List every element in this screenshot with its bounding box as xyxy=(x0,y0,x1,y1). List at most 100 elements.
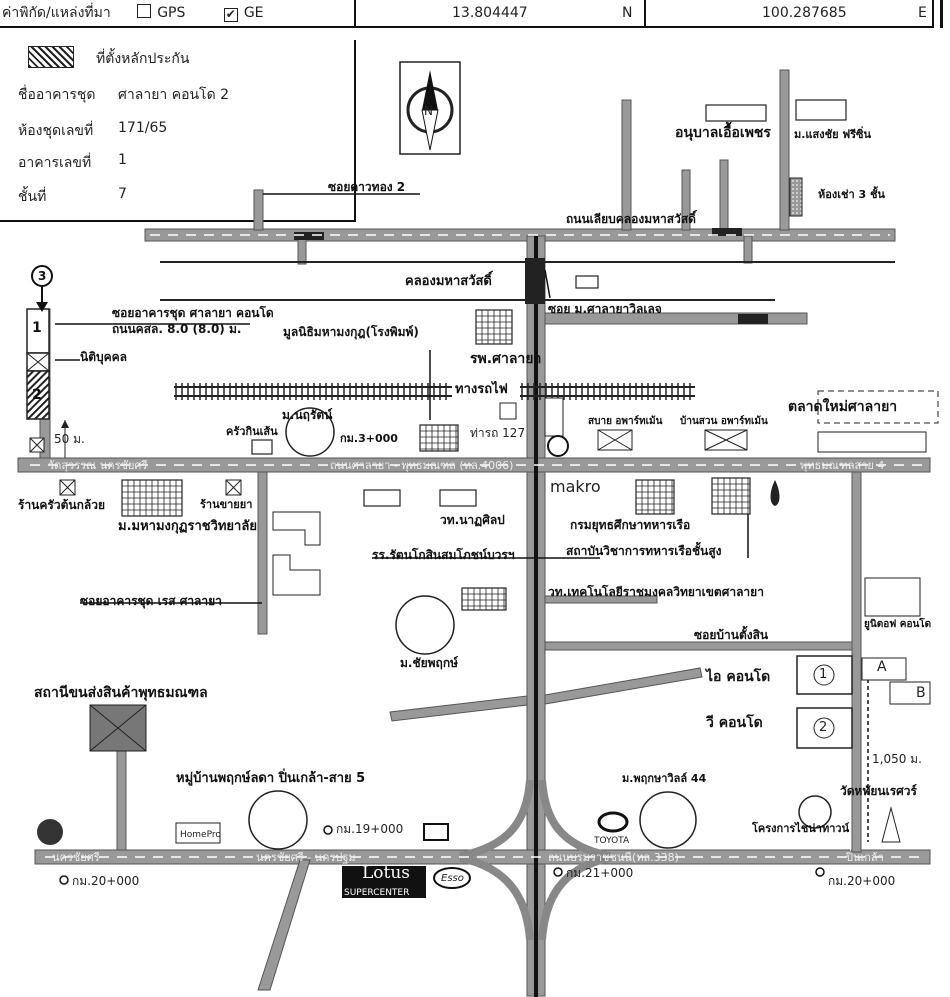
station-icon-line-2 xyxy=(89,704,147,752)
market-boundary xyxy=(817,390,939,424)
compass-south-arrow xyxy=(421,109,439,151)
interchange-curve-1 xyxy=(459,779,534,860)
label-sabai: สบาย อพาร์ทเม้น xyxy=(588,416,663,427)
bridge-village xyxy=(738,314,768,324)
road-station xyxy=(116,749,127,851)
info-value-building-no: 1 xyxy=(118,152,127,168)
kitchen-house-icon xyxy=(251,439,273,455)
juristic-cross-2 xyxy=(26,352,50,372)
info-label-building-no: อาคารเลขที่ xyxy=(18,155,92,171)
km-marker-21 xyxy=(553,867,563,877)
longitude-cell: 100.287685 E xyxy=(646,0,934,28)
coordinate-source-cell: ค่าพิกัด/แหล่งที่มา GPS ✔GE xyxy=(0,0,356,28)
label-chaiyaphruek: ม.ชัยพฤกษ์ xyxy=(400,656,458,670)
label-unit-condo: ยูนิตอฟ คอนโด xyxy=(864,619,932,630)
label-hospital: รพ.ศาลายา xyxy=(470,351,542,367)
village-pruksa-lada xyxy=(248,790,308,850)
label-km3: กม.3+000 xyxy=(340,432,398,445)
label-soi-village: ซอย ม.ศาลายาวิลเลจ xyxy=(548,302,662,316)
ge-checkbox[interactable]: ✔ xyxy=(223,7,238,22)
x-3b xyxy=(225,479,242,496)
china-town-circle xyxy=(798,795,832,829)
box-b xyxy=(889,681,931,705)
label-road-liap: ถนนเลียบคลองมหาสวัสดิ์ xyxy=(566,212,696,226)
compass-north-arrow xyxy=(422,70,438,110)
ptt-logo-right xyxy=(770,480,780,506)
label-soi-rest: ซอยอาคารชุด เรส ศาลายา xyxy=(80,594,222,608)
label-dist-1050: 1,050 ม. xyxy=(872,752,922,766)
label-banana: ร้านครัวต้นกล้วย xyxy=(18,498,105,512)
road-soi-top-4 xyxy=(719,159,729,231)
label-i-condo-no: 1 xyxy=(819,667,828,682)
label-toyota: TOYOTA xyxy=(594,836,630,846)
tech-building-icon xyxy=(461,587,507,611)
label-bansuan: บ้านสวน อพาร์ทเม้น xyxy=(680,416,768,427)
temple-icon xyxy=(881,806,901,843)
tower-box xyxy=(544,397,564,437)
gps-checkbox[interactable] xyxy=(137,4,152,18)
label-soi-dao: ซอยดาวทอง 2 xyxy=(328,180,406,194)
label-homepro: HomePro xyxy=(180,830,221,840)
x-5b xyxy=(704,429,748,451)
interchange-curve-4 xyxy=(538,854,611,941)
label-nattasin: วท.นาฏศิลป xyxy=(440,513,505,527)
legend-label: ที่ตั้งหลักประกัน xyxy=(96,51,190,67)
railway-ties xyxy=(175,383,691,400)
label-pruksa-lada: หมู่บ้านพฤกษ์ลดา ปิ่นเกล้า-สาย 5 xyxy=(176,771,366,786)
label-km20-left: กม.20+000 xyxy=(72,874,140,888)
label-station: สถานีขนส่งสินค้าพุทธมณฑล xyxy=(34,685,208,701)
label-market: ตลาดใหม่ศาลายา xyxy=(788,399,898,415)
village-nutharat xyxy=(285,407,335,457)
homepro-logo xyxy=(175,822,221,844)
road-diagonal-left xyxy=(389,695,528,722)
road-soi-top-1 xyxy=(253,189,264,231)
label-canal: คลองมหาสวัสดิ์ xyxy=(405,274,492,289)
dist-50-arrow xyxy=(61,420,69,428)
label-building-2: 2 xyxy=(32,387,42,403)
label-navy-inst: สถาบันวิชาการทหารเรือชั้นสูง xyxy=(566,544,722,558)
building-grid-lines xyxy=(122,310,750,610)
label-foundation: มูลนิธิมหามงกุฎ(โรงพิมพ์) xyxy=(283,325,419,339)
bridge-left xyxy=(294,232,324,240)
road-soi-top-2 xyxy=(621,99,632,231)
condo-building-2-hatched xyxy=(26,370,50,420)
coordinate-header: ค่าพิกัด/แหล่งที่มา GPS ✔GE 13.804447 N … xyxy=(0,0,950,38)
bus-stop-box xyxy=(499,402,517,420)
label-box-a: A xyxy=(877,659,887,675)
car-icon xyxy=(575,275,599,289)
info-label-unit: ห้องชุดเลขที่ xyxy=(18,123,94,139)
label-pruksaville: ม.พฤกษาวิลล์ 44 xyxy=(622,772,707,785)
road-soi-tech xyxy=(544,595,658,604)
label-road-bottom-far: ปิ่นเกล้า xyxy=(846,851,884,864)
label-road-width: ถนนคสล. 8.0 (8.0) ม. xyxy=(112,322,242,336)
latitude-value: 13.804447 xyxy=(452,5,528,21)
unit-condo-box xyxy=(864,577,921,617)
interchange-curve-2 xyxy=(538,779,611,860)
lotus-logo xyxy=(342,866,426,898)
v-condo-marker xyxy=(813,717,835,739)
label-nutharat: ม.นฤรัตน์ xyxy=(282,408,333,422)
legend-hatch-swatch xyxy=(28,46,74,68)
rowhouse-building xyxy=(789,177,803,217)
info-value-building: ศาลายา คอนโด 2 xyxy=(118,87,230,103)
label-building-1: 1 xyxy=(32,320,42,336)
km-marker-right xyxy=(815,867,825,877)
plot-2 xyxy=(272,554,321,596)
label-pharmacy: ร้านขายยา xyxy=(200,498,253,511)
longitude-value: 100.287685 xyxy=(762,5,847,21)
label-box-b: B xyxy=(916,685,926,701)
road-main-horizontal xyxy=(17,457,931,473)
label-dist-50: 50 ม. xyxy=(54,432,85,446)
label-navy-ed: กรมยุทธศึกษาทหารเรือ xyxy=(570,518,691,532)
road-soi-rest xyxy=(257,471,268,635)
label-road-bottom-left: นครชัยศรี xyxy=(52,851,100,864)
label-soi-bantangsin: ซอยบ้านตั้งสิน xyxy=(694,628,769,642)
makro-roundabout-icon xyxy=(547,435,569,457)
label-lotus: Lotus xyxy=(362,863,411,883)
arrow-canal xyxy=(544,269,551,299)
x-2b xyxy=(59,479,76,496)
factory-building-icon xyxy=(795,99,847,121)
label-wat: วัดหทัยนเรศวร์ xyxy=(840,784,917,798)
x-1b xyxy=(29,437,45,453)
